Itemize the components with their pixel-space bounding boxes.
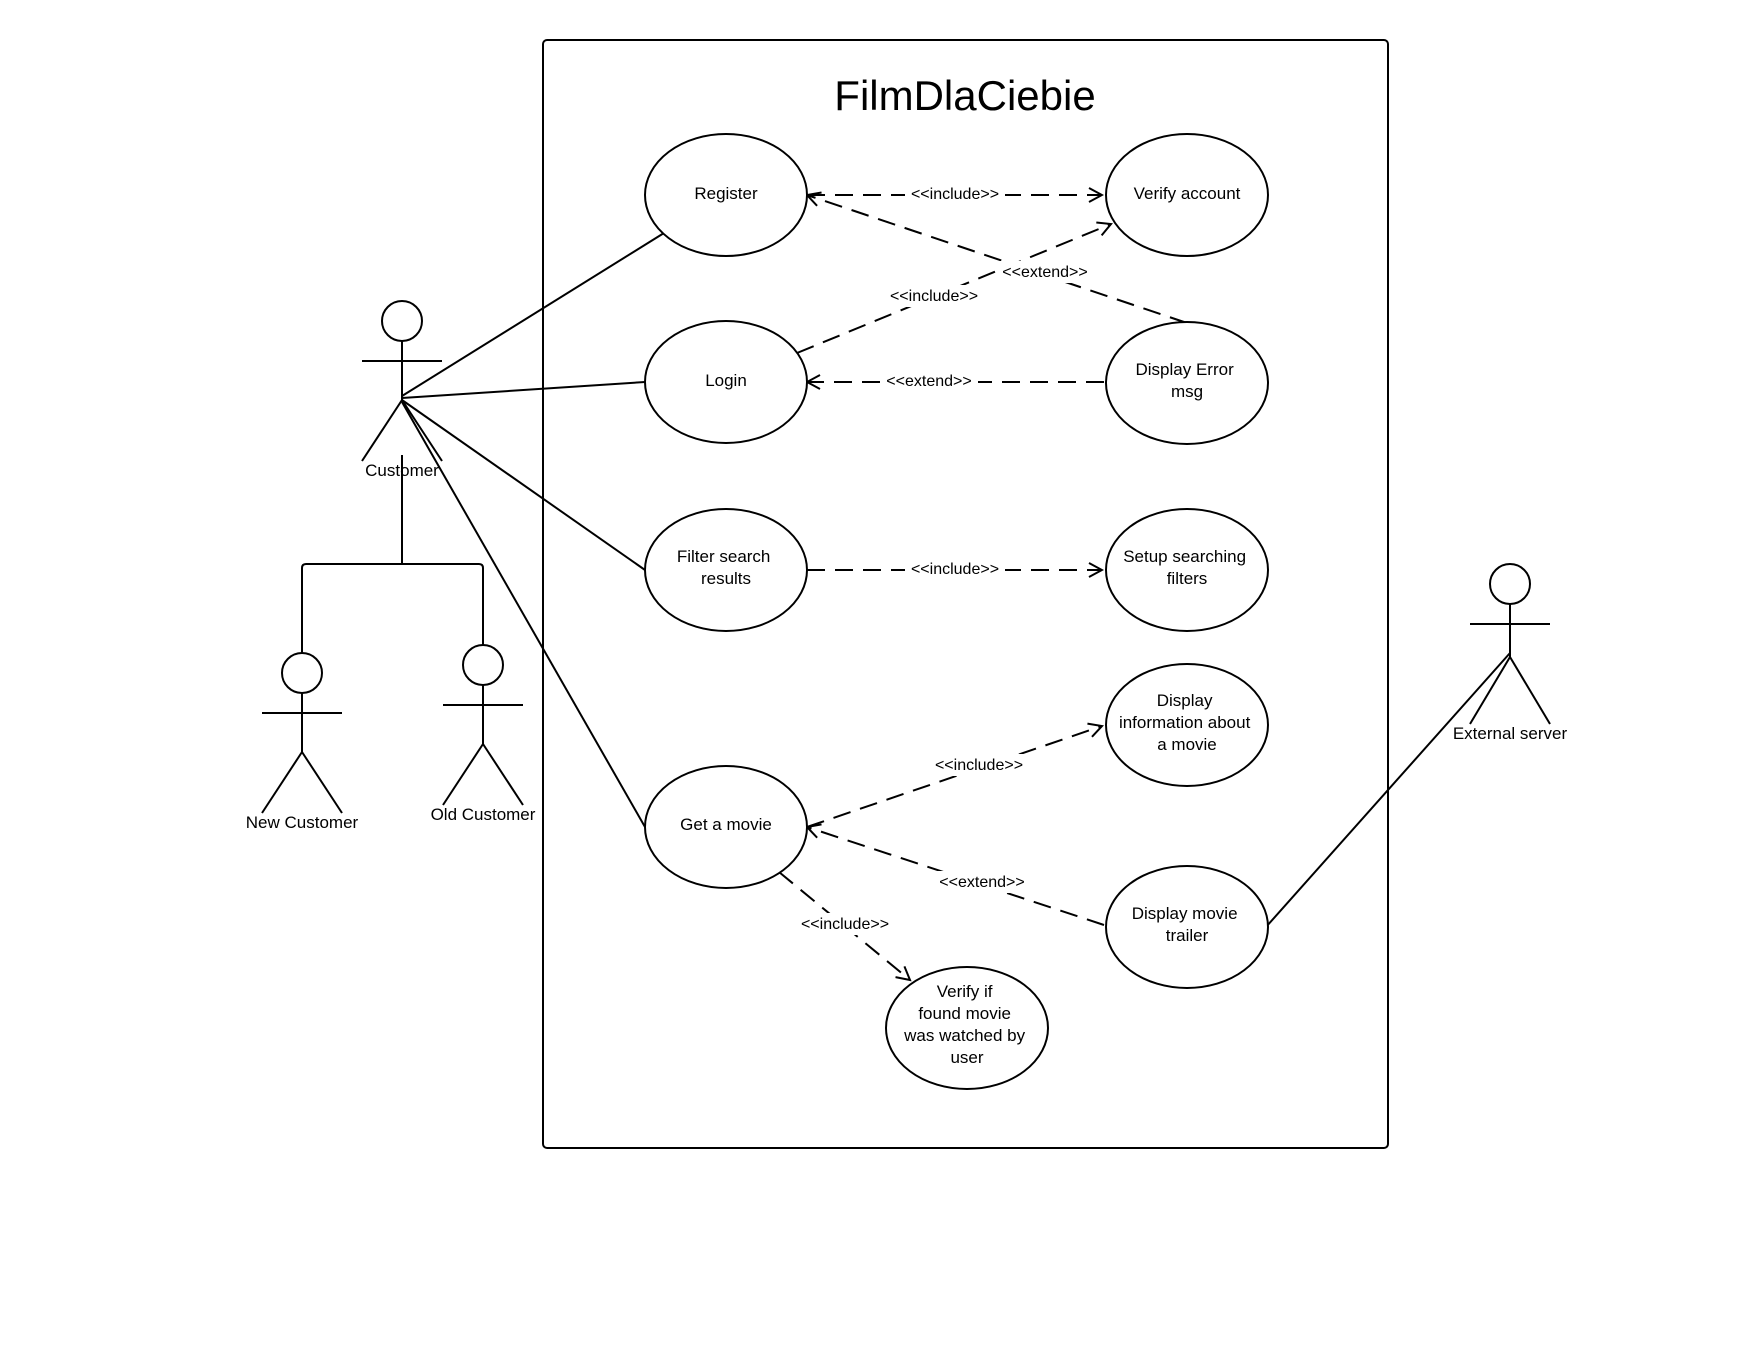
stick-figure-icon [1469, 563, 1551, 725]
use-cases: Register Login Filter search results Get… [644, 133, 1269, 1090]
actor-label: New Customer [246, 813, 359, 832]
svg-text:Get a movie: Get a movie [680, 815, 772, 834]
label-error-register: <<extend>> [1002, 264, 1087, 281]
uc-line: was watched by [903, 1026, 1025, 1045]
use-case-verify-watched[interactable]: Verify if found movie was watched by use… [885, 966, 1049, 1090]
label-error-login: <<extend>> [886, 373, 971, 390]
associations [401, 232, 1511, 928]
assoc-external-trailer [1265, 652, 1511, 928]
rel-error-register [807, 195, 1188, 324]
stick-figure-icon [442, 644, 524, 806]
svg-text:Display information ab: Display information about a movie [1119, 691, 1255, 754]
use-case-display-info[interactable]: Display information about a movie [1105, 663, 1269, 787]
use-case-display-trailer[interactable]: Display movie trailer [1105, 865, 1269, 989]
actor-customer[interactable]: Customer [361, 300, 443, 480]
assoc-customer-getmovie [401, 401, 646, 828]
actor-old-customer[interactable]: Old Customer [431, 644, 536, 824]
use-case-get-movie[interactable]: Get a movie [644, 765, 808, 889]
svg-text:Display movie trailer: Display movie trailer [1132, 904, 1243, 945]
uc-line: filters [1167, 569, 1208, 588]
uc-line: Filter search [677, 547, 771, 566]
use-case-login[interactable]: Login [644, 320, 808, 444]
use-case-setup-filters[interactable]: Setup searching filters [1105, 508, 1269, 632]
svg-text:Register: Register [694, 184, 758, 203]
svg-text:Setup searching filter: Setup searching filters [1123, 547, 1251, 588]
uc-line: Login [705, 371, 747, 390]
use-case-display-error[interactable]: Display Error msg [1105, 321, 1269, 445]
uc-line: msg [1171, 382, 1203, 401]
uc-line: Register [694, 184, 758, 203]
actor-label: Old Customer [431, 805, 536, 824]
uc-line: Setup searching [1123, 547, 1246, 566]
actor-label: External server [1453, 724, 1568, 743]
svg-text:Verify if found movie: Verify if found movie was watched by use… [903, 982, 1030, 1067]
svg-text:Display Error msg: Display Error msg [1136, 360, 1239, 401]
stick-figure-icon [361, 300, 443, 462]
relation-labels: <<include>> <<extend>> <<include>> <<ext… [795, 183, 1096, 935]
actor-label: Customer [365, 461, 439, 480]
system-boundary [542, 39, 1389, 1149]
rel-getmovie-info [806, 726, 1102, 828]
label-login-verify: <<include>> [890, 288, 978, 305]
svg-text:Login: Login [705, 371, 747, 390]
system-title: FilmDlaCiebie [834, 72, 1095, 119]
uc-line: a movie [1157, 735, 1217, 754]
generalization [301, 455, 484, 653]
uc-line: found movie [918, 1004, 1011, 1023]
assoc-customer-filter [401, 399, 646, 571]
label-getmovie-info: <<include>> [935, 757, 1023, 774]
assoc-customer-login [401, 381, 646, 399]
uc-line: information about [1119, 713, 1251, 732]
uc-line: Verify if [937, 982, 993, 1001]
stick-figure-icon [261, 652, 343, 814]
label-filter-setup: <<include>> [911, 561, 999, 578]
uc-line: Verify account [1134, 184, 1241, 203]
uc-line: Display movie [1132, 904, 1238, 923]
uc-line: Display [1157, 691, 1213, 710]
use-case-verify-account[interactable]: Verify account [1105, 133, 1269, 257]
svg-text:Verify account: Verify account [1134, 184, 1241, 203]
svg-text:Filter search results: Filter search results [677, 547, 775, 588]
actor-new-customer[interactable]: New Customer [246, 652, 359, 832]
uc-line: results [701, 569, 751, 588]
uc-line: user [950, 1048, 983, 1067]
actor-external-server[interactable]: External server [1453, 563, 1568, 743]
label-getmovie-verifywatched: <<include>> [801, 916, 889, 933]
label-trailer-getmovie: <<extend>> [939, 874, 1024, 891]
use-case-filter-search[interactable]: Filter search results [644, 508, 808, 632]
label-register-verify: <<include>> [911, 186, 999, 203]
uc-line: Get a movie [680, 815, 772, 834]
assoc-customer-register [401, 232, 665, 397]
uc-line: Display Error [1136, 360, 1235, 379]
use-case-register[interactable]: Register [644, 133, 808, 257]
uc-line: trailer [1166, 926, 1209, 945]
